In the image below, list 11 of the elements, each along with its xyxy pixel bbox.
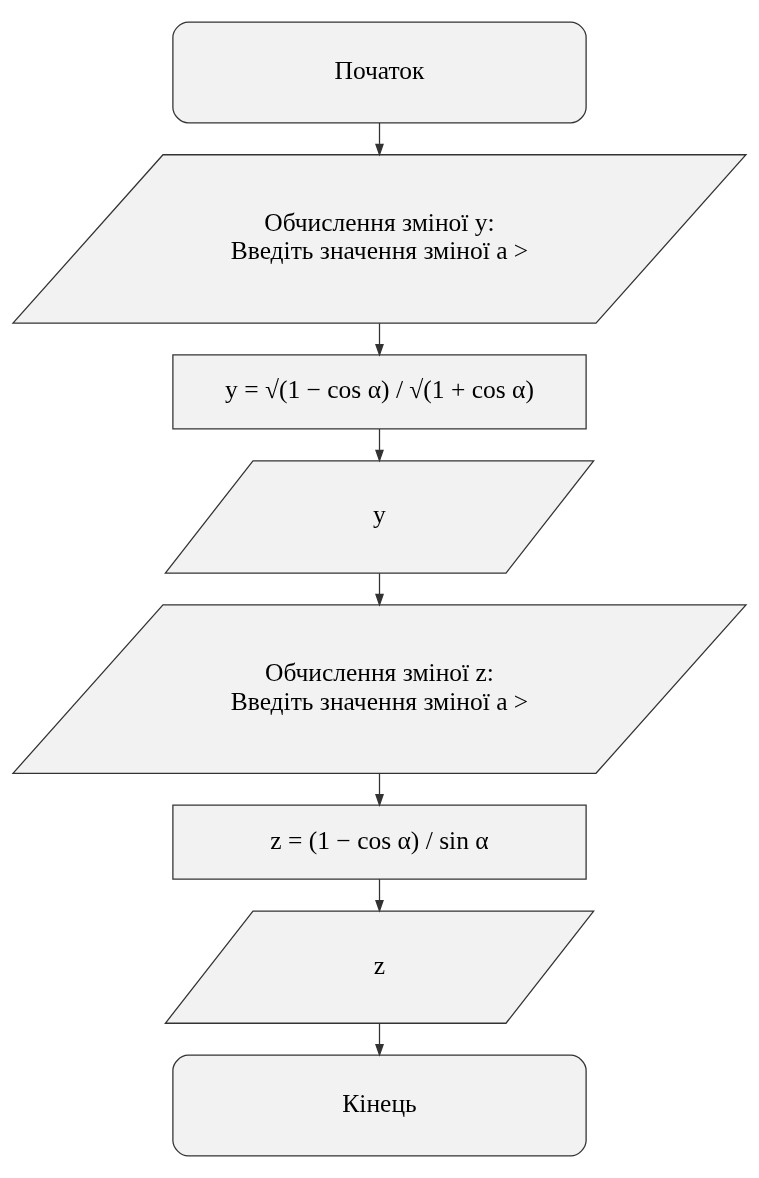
node-box: Кінець	[172, 1054, 587, 1157]
node-box: z = (1 − cos α) / sin α	[172, 804, 587, 880]
arrow	[375, 878, 384, 913]
arrow	[375, 322, 384, 357]
node-box: y = √(1 − cos α) / √(1 + cos α)	[172, 354, 587, 430]
arrow	[375, 572, 384, 607]
arrow	[375, 772, 384, 807]
arrow	[375, 1022, 384, 1057]
arrow	[375, 122, 384, 157]
node-box: Початок	[172, 21, 587, 124]
arrow	[375, 428, 384, 463]
